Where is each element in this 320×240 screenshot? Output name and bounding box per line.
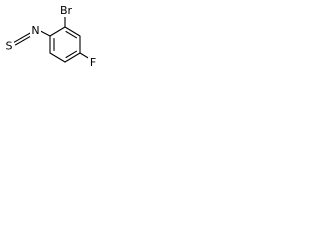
ring-bond-c1-c2 <box>49 26 66 37</box>
bond-s-c-1 <box>13 37 23 43</box>
ring-bond-c4-c5 <box>64 52 81 63</box>
atom-f-label: F <box>90 56 96 69</box>
bond-n-ring <box>39 30 51 37</box>
atom-s-background <box>4 40 14 52</box>
atom-br-background <box>57 4 75 17</box>
chemical-structure: S N Br F <box>4 4 98 69</box>
ring-bond-c2-c3 <box>64 26 81 37</box>
bond-s-c-2 <box>14 39 25 46</box>
atom-n-background <box>30 24 41 37</box>
ring-double-bond-c2-c3 <box>65 30 78 39</box>
atom-br-label: Br <box>60 4 73 17</box>
atom-s-label: S <box>6 40 13 53</box>
atom-n-label: N <box>31 24 39 37</box>
atom-f-background <box>88 56 98 69</box>
benzene-ring <box>49 26 81 63</box>
ring-bond-c5-c6 <box>49 52 66 63</box>
bond-c-n-1 <box>21 32 31 39</box>
ring-double-bond-c4-c5 <box>65 50 78 59</box>
atom-labels: S N Br F <box>4 4 98 69</box>
